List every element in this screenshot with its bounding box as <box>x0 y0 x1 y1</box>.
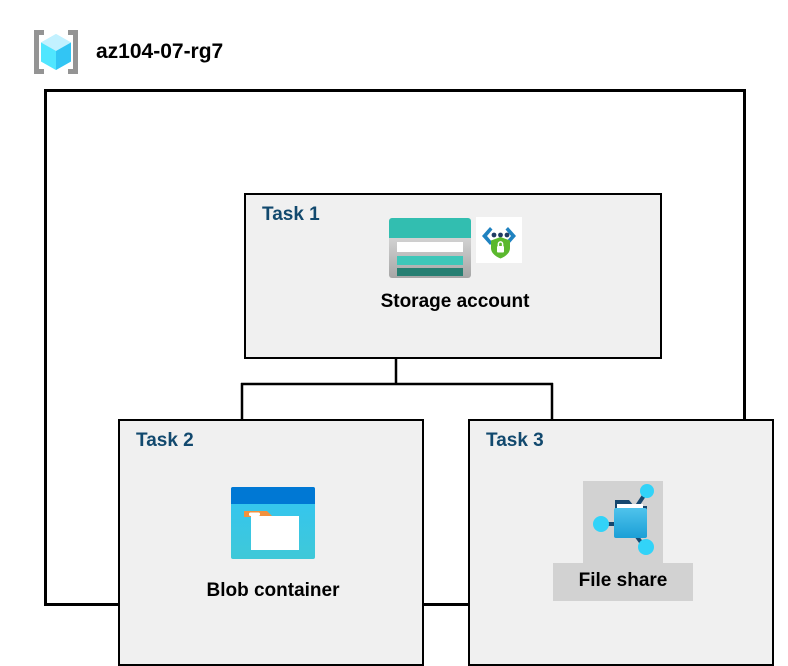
page-title: az104-07-rg7 <box>96 40 224 63</box>
resource-group-cube-icon <box>30 27 82 77</box>
node-blob-container[interactable]: Blob container <box>193 483 353 602</box>
resource-group-header: az104-07-rg7 <box>30 27 223 77</box>
task-box-2[interactable]: Task 2 <box>118 419 424 666</box>
file-share-folder-icon <box>585 482 661 563</box>
storage-account-icon <box>388 217 472 284</box>
file-share-caption-highlight: File share <box>552 563 694 601</box>
task-label-3: Task 3 <box>486 430 544 451</box>
task-label-1: Task 1 <box>262 204 320 225</box>
node-storage-account[interactable]: Storage account <box>381 217 529 313</box>
node-caption-file-share: File share <box>578 570 668 591</box>
task-label-2: Task 2 <box>136 430 194 451</box>
node-caption-blob-container: Blob container <box>206 580 340 601</box>
file-share-icon-highlight <box>583 481 663 563</box>
node-file-share[interactable]: File share <box>552 481 694 601</box>
secure-endpoint-shield-lock-icon <box>476 217 522 268</box>
resource-group-boundary: Task 1 <box>44 89 774 666</box>
task-box-3[interactable]: Task 3 <box>468 419 774 666</box>
blob-container-icon <box>229 483 317 568</box>
task-box-1[interactable]: Task 1 <box>244 193 662 359</box>
node-caption-storage-account: Storage account <box>380 291 530 312</box>
